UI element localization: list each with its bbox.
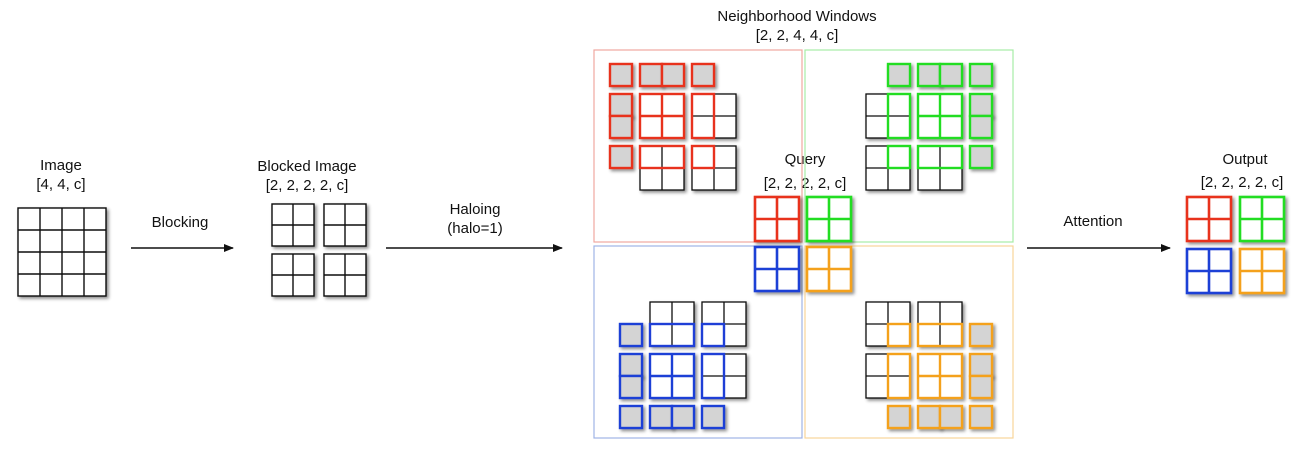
red-window-frame	[593, 49, 803, 243]
green-window-frame	[804, 49, 1014, 243]
blocked-image-shape: [2, 2, 2, 2, c]	[265, 177, 349, 194]
padding-cell	[968, 352, 994, 378]
neighborhood-windows-shape: [2, 2, 4, 4, c]	[755, 27, 839, 44]
padding-cell	[968, 92, 994, 118]
padding-cell	[608, 144, 634, 170]
query-block-green	[805, 195, 853, 243]
blocked-image-block	[271, 253, 315, 297]
haloing-label: Haloing	[449, 201, 501, 218]
neighborhood-windows-title: Neighborhood Windows	[717, 8, 877, 25]
input-image-grid	[17, 207, 107, 297]
padding-cell	[968, 114, 994, 140]
attention-label: Attention	[1063, 213, 1123, 230]
blocking-label: Blocking	[151, 214, 209, 231]
blocked-image-block	[323, 203, 367, 247]
padding-cell	[968, 404, 994, 430]
output-shape: [2, 2, 2, 2, c]	[1200, 174, 1284, 191]
green-neighborhood-window	[865, 62, 994, 191]
output-title: Output	[1222, 151, 1268, 168]
padding-cell	[618, 374, 644, 400]
red-window-block	[638, 92, 686, 140]
padding-cell	[618, 322, 644, 348]
padding-cell	[968, 144, 994, 170]
orange-window-frame	[804, 245, 1014, 439]
padding-cell	[916, 62, 942, 88]
padding-cell	[938, 404, 964, 430]
halo-param-label: (halo=1)	[447, 220, 503, 237]
padding-cell	[608, 62, 634, 88]
output-block-orange	[1238, 247, 1286, 295]
padding-cell	[968, 374, 994, 400]
blue-window-block	[648, 352, 696, 400]
output-block-red	[1185, 195, 1233, 243]
padding-cell	[690, 62, 716, 88]
blue-window-frame	[593, 245, 803, 439]
output-block-green	[1238, 195, 1286, 243]
orange-neighborhood-window	[865, 301, 994, 430]
query-block-red	[753, 195, 801, 243]
padding-cell	[700, 404, 726, 430]
padding-cell	[886, 62, 912, 88]
padding-cell	[886, 404, 912, 430]
blocked-image-block	[323, 253, 367, 297]
padding-cell	[916, 404, 942, 430]
blue-neighborhood-window	[618, 301, 747, 430]
blocked-image-title: Blocked Image	[257, 158, 357, 175]
padding-cell	[608, 92, 634, 118]
output-block-blue	[1185, 247, 1233, 295]
green-window-block	[916, 92, 964, 140]
padding-cell	[638, 62, 664, 88]
query-block-blue	[753, 245, 801, 293]
blocked-image-block	[271, 203, 315, 247]
padding-cell	[608, 114, 634, 140]
padding-cell	[660, 62, 686, 88]
padding-cell	[618, 352, 644, 378]
padding-cell	[938, 62, 964, 88]
padding-cell	[968, 62, 994, 88]
padding-cell	[648, 404, 674, 430]
orange-window-block	[916, 352, 964, 400]
image-title: Image	[40, 157, 82, 174]
padding-cell	[670, 404, 696, 430]
padding-cell	[618, 404, 644, 430]
query-block-orange	[805, 245, 853, 293]
image-shape: [4, 4, c]	[36, 176, 86, 193]
padding-cell	[968, 322, 994, 348]
red-neighborhood-window	[608, 62, 737, 191]
